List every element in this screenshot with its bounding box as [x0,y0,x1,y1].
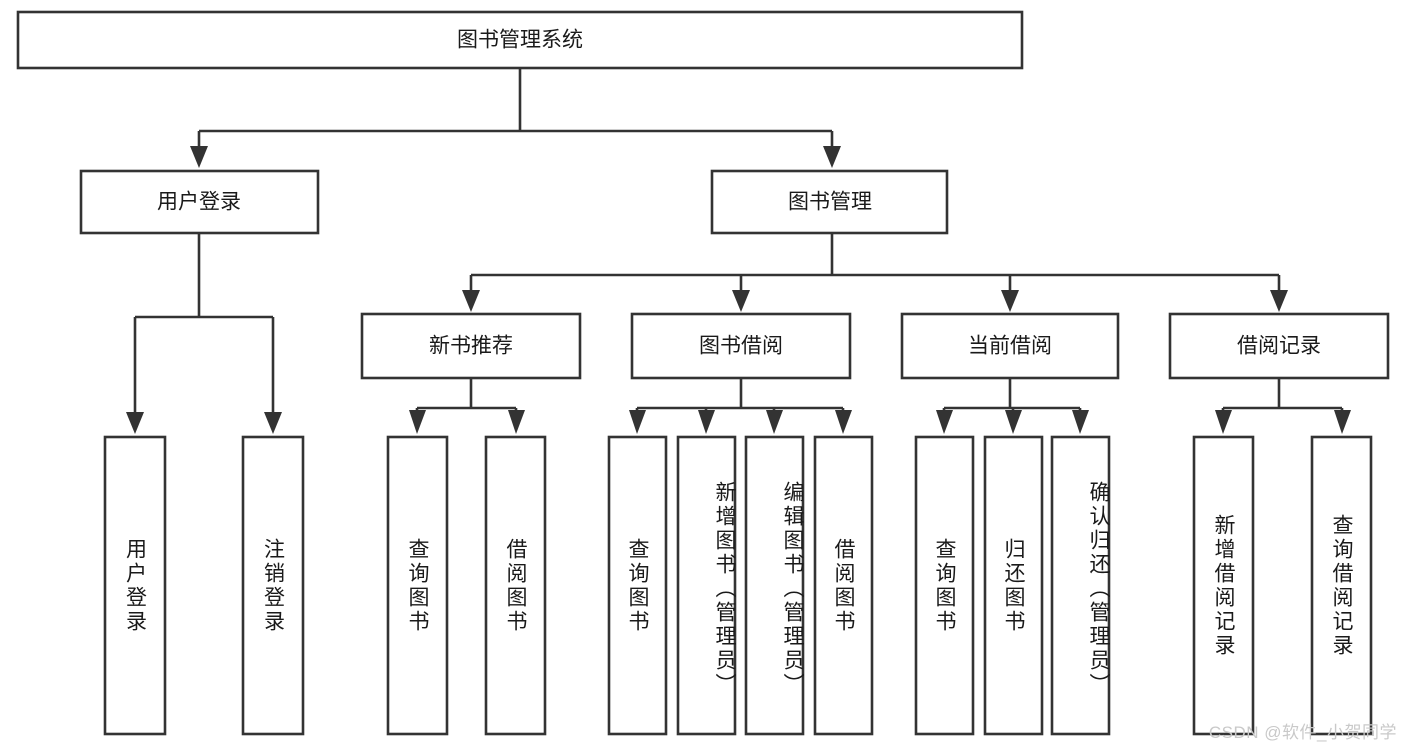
arrow-to-leaf-query-record [1334,410,1351,434]
arrow-to-leaf-user-logout [264,412,282,434]
node-box-leaf-borrow-book-2[interactable] [813,435,874,736]
leaf-label-borrow-book-1: 借阅图书 [504,537,527,634]
arrow-to-leaf-return-book [1005,410,1022,434]
connector-group-user-login [126,233,282,434]
node-new-book-recommend[interactable]: 新书推荐 [360,312,582,380]
node-label-user-login: 用户登录 [157,191,241,214]
node-label-root: 图书管理系统 [457,29,583,52]
arrow-to-leaf-add-record [1215,410,1232,434]
leaf-label-user-logout: 注销登录 [261,537,285,634]
node-box-borrow-record [1168,312,1390,380]
csdn-watermark: CSDN @软件_小贺同学 [1208,723,1397,742]
arrow-to-borrow-record [1270,290,1288,312]
node-box-current-borrow [900,312,1120,380]
node-book-borrow[interactable]: 图书借阅 [630,312,852,380]
leaf-label-user-login: 用户登录 [123,537,147,634]
node-box-leaf-user-logout[interactable] [241,435,305,736]
arrow-to-leaf-query-book-2 [629,410,646,434]
node-box-leaf-query-record[interactable] [1310,435,1373,736]
arrow-to-leaf-query-book-1 [409,410,426,434]
node-box-leaf-return-book[interactable] [983,435,1044,736]
connector-group-borrow-record [1215,378,1351,434]
arrow-to-leaf-borrow-book-2 [835,410,852,434]
arrow-to-book-management [823,146,841,168]
node-box-leaf-borrow-book-1[interactable] [484,435,547,736]
leaf-label-borrow-book-2: 借阅图书 [832,537,855,634]
node-box-new-book-recommend [360,312,582,380]
node-label-borrow-record: 借阅记录 [1237,335,1321,358]
leaf-label-query-book-1: 查询图书 [406,537,429,634]
node-book-management[interactable]: 图书管理 [710,169,949,235]
node-label-new-book-recommend: 新书推荐 [429,335,513,358]
arrow-to-leaf-user-login [126,412,144,434]
node-label-current-borrow: 当前借阅 [968,335,1052,358]
node-box-leaf-confirm-return[interactable] [1050,435,1111,736]
leaf-label-add-book: 新增图书（管理员） [713,480,736,697]
leaf-label-query-book-3: 查询图书 [933,537,956,634]
connector-group-root [190,68,841,168]
node-box-leaf-add-book[interactable] [676,435,737,736]
node-box-book-management [710,169,949,235]
connector-group-new-book-recommend [409,378,525,434]
arrow-to-leaf-confirm-return [1072,410,1089,434]
node-box-leaf-query-book-3[interactable] [914,435,975,736]
node-user-login[interactable]: 用户登录 [79,169,320,235]
node-box-book-borrow [630,312,852,380]
arrow-to-current-borrow [1001,290,1019,312]
node-label-book-borrow: 图书借阅 [699,335,783,358]
arrow-to-leaf-borrow-book-1 [508,410,525,434]
leaf-label-edit-book: 编辑图书（管理员） [781,480,804,697]
arrow-to-leaf-edit-book [766,410,783,434]
node-book-management-system[interactable]: 图书管理系统 [16,10,1024,70]
node-box-leaf-edit-book[interactable] [744,435,805,736]
node-box-root [16,10,1024,70]
leaf-box-group [103,435,1373,736]
leaf-label-add-record: 新增借阅记录 [1212,513,1235,658]
node-box-leaf-query-book-1[interactable] [386,435,449,736]
arrow-to-new-book-recommend [462,290,480,312]
node-box-leaf-add-record[interactable] [1192,435,1255,736]
arrow-to-leaf-query-book-3 [936,410,953,434]
connector-group-book-borrow [629,378,852,434]
leaf-label-query-record: 查询借阅记录 [1330,513,1353,658]
node-box-user-login [79,169,320,235]
arrow-to-leaf-add-book [698,410,715,434]
connector-group-current-borrow [936,378,1089,434]
connector-group-book-management [462,233,1288,312]
node-box-leaf-query-book-2[interactable] [607,435,668,736]
arrow-to-user-login [190,146,208,168]
node-borrow-record[interactable]: 借阅记录 [1168,312,1390,380]
node-box-leaf-user-login[interactable] [103,435,167,736]
node-label-book-management: 图书管理 [788,191,872,214]
leaf-label-query-book-2: 查询图书 [626,537,649,634]
node-current-borrow[interactable]: 当前借阅 [900,312,1120,380]
arrow-to-book-borrow [732,290,750,312]
leaf-label-return-book: 归还图书 [1002,537,1025,634]
leaf-label-confirm-return: 确认归还（管理员） [1087,480,1110,697]
